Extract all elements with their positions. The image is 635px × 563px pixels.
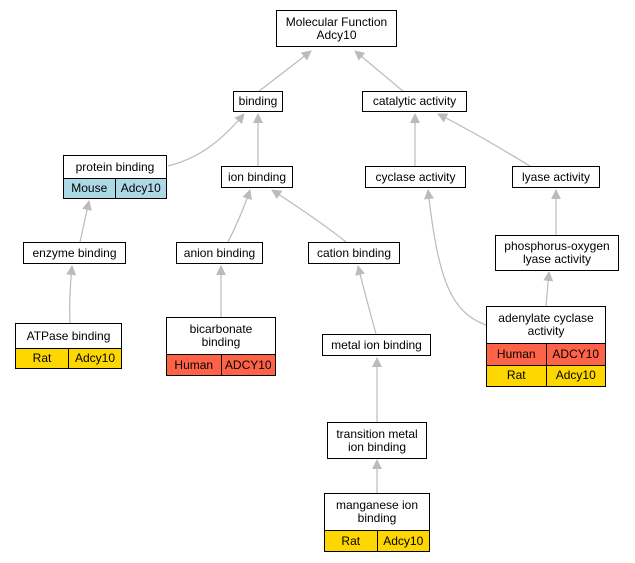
gene-cell: Adcy10	[545, 365, 605, 386]
node-label: enzyme binding	[32, 245, 117, 260]
species-cell: Human	[167, 355, 221, 375]
node-enzyme-binding[interactable]: enzyme binding	[23, 242, 126, 264]
node-binding[interactable]: binding	[233, 91, 283, 112]
species-cell: Human	[487, 344, 546, 365]
gene-cell: ADCY10	[545, 344, 605, 365]
species-cell: Rat	[487, 365, 546, 386]
node-manganese-ion-binding[interactable]: manganese ion binding Rat Adcy10	[324, 493, 430, 552]
edge-adenylate-to-po-lyase	[543, 271, 554, 307]
node-label: protein binding	[75, 159, 155, 174]
node-label: cation binding	[316, 245, 392, 260]
node-label: metal ion binding	[331, 337, 422, 352]
edge-catalytic-to-mf	[354, 50, 405, 93]
node-label: transition metal ion binding	[336, 426, 418, 454]
node-bicarbonate-binding[interactable]: bicarbonate binding Human ADCY10	[166, 317, 276, 376]
node-label: anion binding	[183, 245, 256, 260]
edge-protein-binding-to-binding	[167, 113, 245, 167]
species-cell: Rat	[325, 531, 377, 551]
annotation-row: Rat Adcy10	[487, 364, 605, 386]
gene-cell: ADCY10	[220, 355, 275, 375]
node-phosphorus-oxygen-lyase[interactable]: phosphorus-oxygen lyase activity	[495, 235, 619, 271]
node-ion-binding[interactable]: ion binding	[221, 166, 293, 188]
node-catalytic-activity[interactable]: catalytic activity	[362, 91, 467, 112]
node-molecular-function[interactable]: Molecular Function Adcy10	[276, 10, 397, 47]
node-label: ion binding	[227, 169, 287, 184]
species-cell: Rat	[16, 349, 68, 368]
node-transition-metal-ion-binding[interactable]: transition metal ion binding	[327, 422, 427, 459]
edge-adenylate-to-cyclase	[424, 189, 487, 326]
node-label: manganese ion binding	[335, 498, 419, 525]
node-label: catalytic activity	[372, 94, 457, 108]
annotation-row: Rat Adcy10	[16, 348, 121, 368]
annotation-row: Human ADCY10	[167, 354, 275, 375]
node-protein-binding[interactable]: protein binding Mouse Adcy10	[63, 155, 167, 199]
node-label: Molecular Function Adcy10	[285, 14, 388, 42]
annotation-row: Rat Adcy10	[325, 530, 429, 551]
node-label: binding	[238, 94, 278, 108]
annotation-row: Human ADCY10	[487, 343, 605, 365]
node-metal-ion-binding[interactable]: metal ion binding	[322, 334, 431, 356]
gene-cell: Adcy10	[376, 531, 429, 551]
gene-cell: Adcy10	[114, 179, 166, 198]
gene-cell: Adcy10	[68, 349, 121, 368]
node-cyclase-activity[interactable]: cyclase activity	[365, 166, 466, 188]
edge-atpase-to-enzyme	[66, 265, 77, 324]
node-adenylate-cyclase-activity[interactable]: adenylate cyclase activity Human ADCY10 …	[486, 306, 606, 387]
edge-cation-to-ion	[271, 189, 347, 243]
edge-anion-to-ion	[227, 189, 252, 243]
edge-enzyme-to-protein	[79, 200, 92, 243]
node-label: ATPase binding	[26, 328, 111, 343]
edge-metal-to-cation	[355, 265, 377, 335]
node-atpase-binding[interactable]: ATPase binding Rat Adcy10	[15, 323, 122, 369]
node-cation-binding[interactable]: cation binding	[308, 242, 400, 264]
node-label: phosphorus-oxygen lyase activity	[504, 239, 610, 266]
node-label: lyase activity	[521, 169, 591, 184]
node-label: bicarbonate binding	[189, 322, 253, 349]
annotation-row: Mouse Adcy10	[64, 178, 166, 198]
edge-lyase-to-catalytic	[437, 113, 531, 167]
node-label: cyclase activity	[375, 169, 456, 184]
node-label: adenylate cyclase activity	[498, 311, 594, 338]
node-anion-binding[interactable]: anion binding	[176, 242, 263, 264]
species-cell: Mouse	[64, 179, 115, 198]
edge-binding-to-mf	[257, 50, 312, 93]
node-lyase-activity[interactable]: lyase activity	[512, 166, 600, 188]
